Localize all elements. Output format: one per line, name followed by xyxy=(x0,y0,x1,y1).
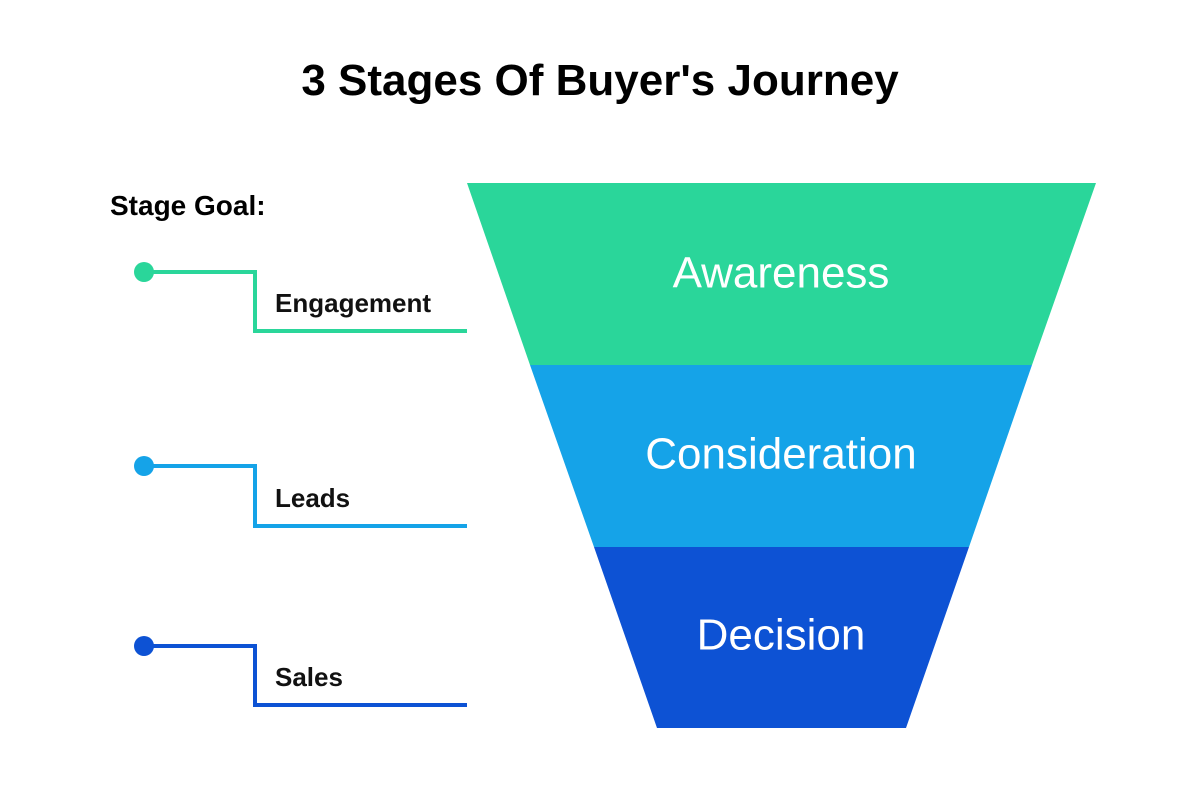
funnel-stage-consideration xyxy=(530,365,1032,547)
goal-label-sales: Sales xyxy=(275,662,343,692)
connector-engagement xyxy=(134,262,467,333)
goal-label-leads: Leads xyxy=(275,483,351,513)
connector-sales xyxy=(134,636,467,707)
goal-label-engagement: Engagement xyxy=(275,288,432,318)
dot-icon xyxy=(134,262,154,282)
stage-goal-heading: Stage Goal: xyxy=(110,190,266,221)
stage-label-decision: Decision xyxy=(697,611,866,660)
stage-label-consideration: Consideration xyxy=(645,430,917,479)
funnel-stage-decision xyxy=(594,547,969,728)
dot-icon xyxy=(134,456,154,476)
dot-icon xyxy=(134,636,154,656)
stage-label-awareness: Awareness xyxy=(673,249,890,298)
connector-leads xyxy=(134,456,467,528)
diagram-title: 3 Stages Of Buyer's Journey xyxy=(301,56,899,105)
funnel-stage-awareness xyxy=(467,183,1096,365)
